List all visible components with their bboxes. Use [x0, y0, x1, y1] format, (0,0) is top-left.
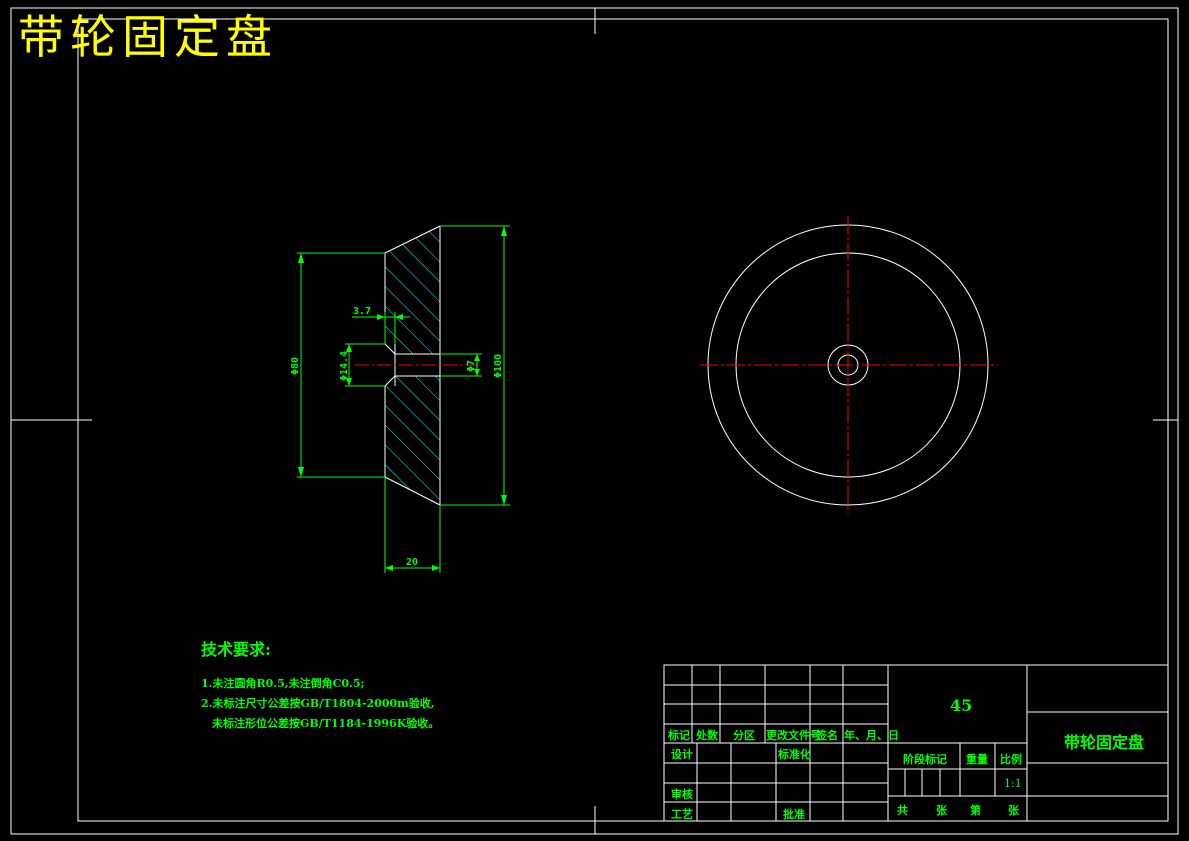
dimension-arrows — [298, 226, 507, 571]
tech-line-3: 未标注形位公差按GB/T1184-1996K验收。 — [212, 717, 440, 730]
label-page-unit: 张 — [1008, 804, 1019, 817]
hatch-upper — [385, 226, 440, 354]
dim-d14-4: Φ14.4 — [339, 351, 350, 381]
centering-marks — [11, 8, 1178, 834]
dim-depth: 3.7 — [353, 306, 371, 317]
header-doc-no: 更改文件号 — [766, 729, 821, 742]
header-mark: 标记 — [668, 729, 690, 742]
label-approve: 批准 — [783, 808, 805, 821]
header-count: 处数 — [696, 729, 718, 742]
header-zone: 分区 — [733, 729, 755, 742]
technical-requirements: 技术要求: 1.未注圆角R0.5,未注倒角C0.5; 2.未标注尺寸公差按GB/… — [201, 636, 439, 734]
material-label: 45 — [950, 696, 973, 715]
label-process: 工艺 — [671, 808, 693, 821]
dim-d7: Φ7 — [466, 360, 477, 372]
label-stage-mark: 阶段标记 — [903, 753, 947, 766]
dim-width: 20 — [406, 557, 418, 568]
dim-d100: Φ100 — [493, 354, 504, 378]
scale-value: 1:1 — [1004, 777, 1022, 790]
label-design: 设计 — [671, 748, 693, 761]
label-standardize: 标准化 — [778, 748, 811, 761]
header-sign: 签名 — [816, 729, 838, 742]
tech-line-1: 1.未注圆角R0.5,未注倒角C0.5; — [201, 677, 365, 690]
title-block-lines — [663, 664, 1169, 822]
tech-line-2: 2.未标注尺寸公差按GB/T1804-2000m验收, — [201, 697, 435, 710]
label-scale: 比例 — [1000, 753, 1022, 766]
label-weight: 重量 — [966, 753, 988, 766]
header-date: 年、月、日 — [844, 729, 899, 742]
drawing-title: 带轮固定盘 — [18, 10, 278, 64]
front-view — [700, 216, 998, 514]
label-review: 审核 — [671, 788, 693, 801]
part-name: 带轮固定盘 — [1064, 733, 1145, 752]
label-page: 第 — [970, 804, 981, 817]
dim-d80: Φ80 — [290, 357, 301, 375]
label-sheets: 张 — [936, 804, 947, 817]
section-view — [355, 225, 480, 506]
tech-heading: 技术要求: — [201, 640, 271, 659]
hatch-lower — [385, 376, 440, 505]
outer-frame — [10, 7, 1179, 835]
label-total: 共 — [897, 804, 908, 817]
